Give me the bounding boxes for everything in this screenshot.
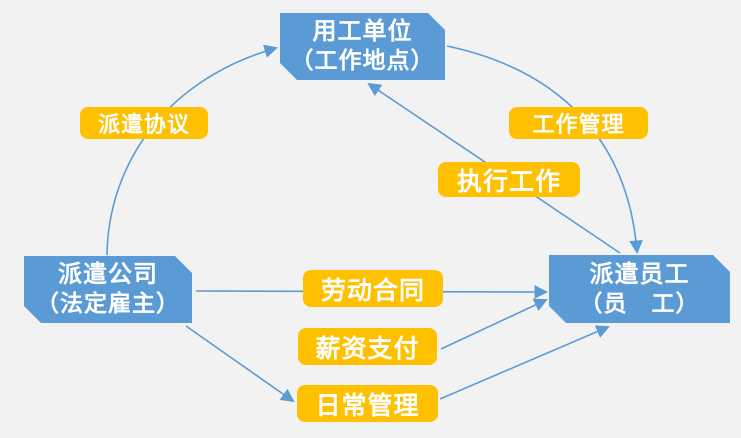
- node-dispatched-employee-subtitle: （员 工）: [579, 290, 700, 317]
- edge-label-labor-contract: 劳动合同: [303, 270, 443, 307]
- edge-label-salary-payment: 薪资支付: [298, 328, 437, 365]
- node-employing-unit-title: 用工单位: [312, 17, 413, 46]
- arrow-dispatch-agreement: [106, 44, 278, 256]
- node-dispatch-company-subtitle: （法定雇主）: [36, 291, 180, 318]
- node-employing-unit-subtitle: （工作地点）: [290, 48, 435, 75]
- arrow-salary-payment: [440, 298, 548, 350]
- node-employing-unit: 用工单位 （工作地点）: [280, 13, 445, 80]
- node-dispatch-company-title: 派遣公司: [58, 260, 158, 289]
- edge-label-dispatch-agreement: 派遣协议: [80, 107, 208, 139]
- edge-label-execute-work: 执行工作: [438, 162, 580, 197]
- arrow-work-management: [446, 45, 643, 255]
- node-dispatched-employee-title: 派遣员工: [589, 259, 690, 288]
- arrow-daily-management-out: [439, 325, 610, 400]
- node-dispatch-company: 派遣公司 （法定雇主）: [24, 256, 192, 323]
- edge-label-daily-management: 日常管理: [297, 385, 438, 422]
- node-dispatched-employee: 派遣员工 （员 工）: [549, 255, 730, 323]
- arrow-daily-management-in: [185, 325, 295, 403]
- edge-label-work-management: 工作管理: [509, 107, 648, 139]
